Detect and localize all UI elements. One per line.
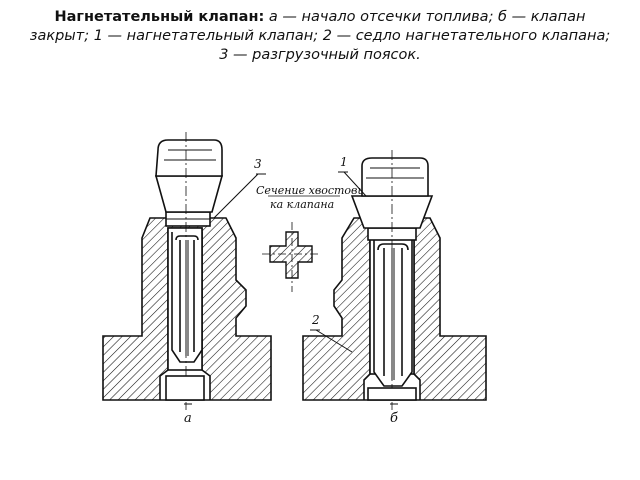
valve-stem-b	[373, 238, 413, 387]
valve-head-b	[361, 157, 429, 197]
caption-title: Нагнетательный клапан:	[54, 9, 265, 25]
callout-1: 1	[338, 155, 367, 197]
section-label-line1: Сечение хвостови-	[256, 184, 369, 197]
view-a-assembly	[102, 132, 272, 410]
view-b-assembly	[302, 150, 487, 410]
figure-caption: Нагнетательный клапан: а — начало отсечк…	[24, 8, 616, 65]
callout-3: 3	[213, 157, 266, 219]
stem-section: Сечение хвостови- ка клапана	[256, 184, 369, 292]
callout-2: 2	[310, 313, 353, 353]
valve-cone-a	[154, 175, 224, 213]
view-b-label: б	[390, 411, 398, 426]
section-label-line2: ка клапана	[270, 198, 334, 211]
valve-head-a	[155, 139, 223, 177]
callout-2-label: 2	[311, 313, 320, 327]
cross-section-shape	[269, 231, 313, 279]
valve-stem-a	[171, 232, 203, 363]
callout-3-label: 3	[254, 157, 262, 171]
view-a-label: а	[184, 411, 192, 426]
callout-1-label: 1	[340, 155, 348, 169]
caption-text: а — начало отсечки топлива; б — клапан з…	[29, 9, 611, 63]
